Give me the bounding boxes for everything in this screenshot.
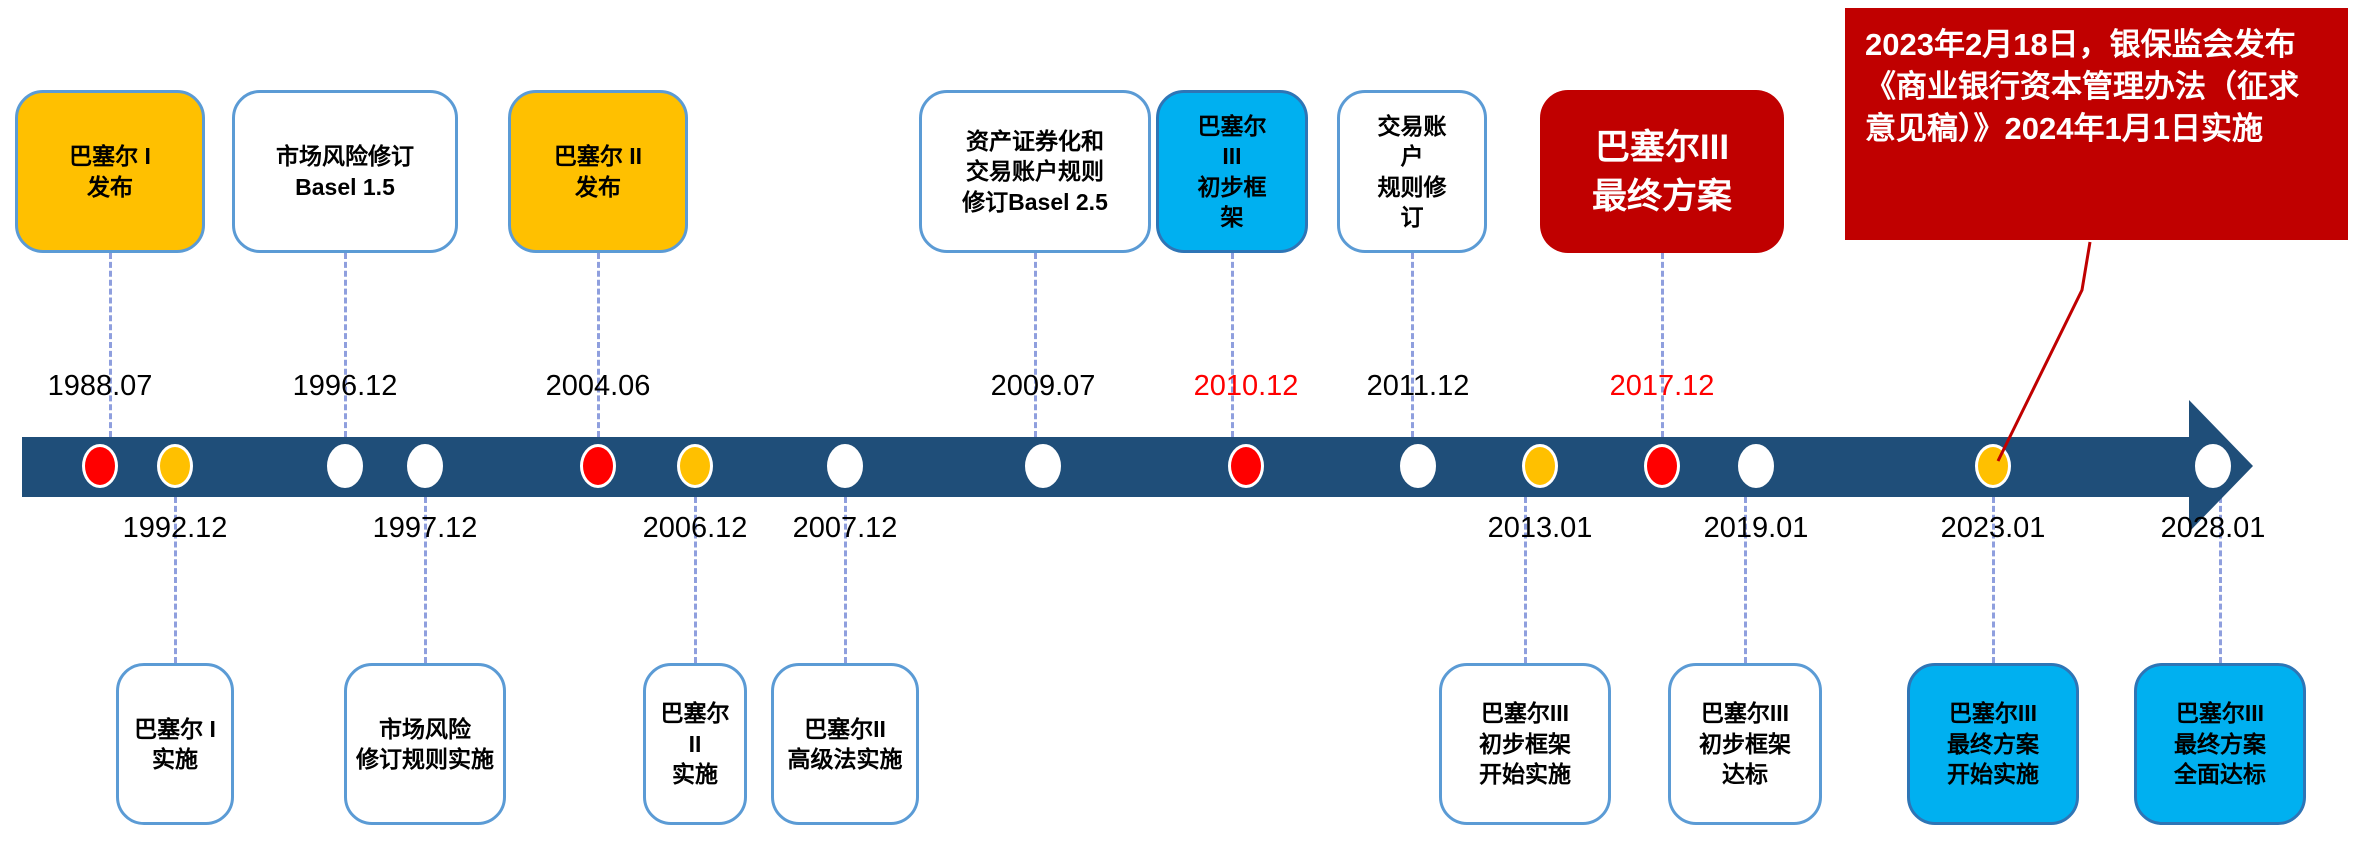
timeline-dot	[1400, 444, 1436, 488]
connector-line	[108, 253, 112, 437]
connector-line	[173, 497, 177, 663]
timeline-dot	[1975, 444, 2011, 488]
connector-line	[1991, 497, 1995, 663]
timeline-bar	[22, 437, 2190, 497]
event-box: 巴塞尔 II 发布	[508, 90, 688, 253]
date-label: 2028.01	[2160, 512, 2266, 544]
event-box: 巴塞尔II 高级法实施	[771, 663, 919, 825]
timeline-dot	[1228, 444, 1264, 488]
date-label: 2017.12	[1609, 370, 1715, 402]
connector-line	[1660, 253, 1664, 437]
event-box: 市场风险 修订规则实施	[344, 663, 506, 825]
connector-line	[343, 253, 347, 437]
event-box: 资产证券化和 交易账户规则 修订Basel 2.5	[919, 90, 1151, 253]
timeline-dot	[2195, 444, 2231, 488]
connector-line	[596, 253, 600, 437]
timeline-dot	[1522, 444, 1558, 488]
date-label: 2011.12	[1366, 370, 1470, 402]
connector-line	[1410, 253, 1414, 437]
date-label: 1997.12	[372, 512, 478, 544]
date-label: 2013.01	[1487, 512, 1593, 544]
connector-line	[1523, 497, 1527, 663]
timeline-dot	[82, 444, 118, 488]
date-label: 1992.12	[122, 512, 228, 544]
date-label: 2009.07	[990, 370, 1096, 402]
date-label: 2023.01	[1940, 512, 2046, 544]
timeline-dot	[677, 444, 713, 488]
date-label: 1988.07	[47, 370, 153, 402]
event-box: 巴塞尔III 最终方案	[1540, 90, 1784, 253]
timeline-dot	[327, 444, 363, 488]
connector-line	[693, 497, 697, 663]
timeline-dot	[827, 444, 863, 488]
date-label: 1996.12	[292, 370, 398, 402]
date-label: 2006.12	[642, 512, 748, 544]
event-box: 巴塞尔 I 发布	[15, 90, 205, 253]
event-box: 巴塞尔III 初步框架 开始实施	[1439, 663, 1611, 825]
connector-line	[1743, 497, 1747, 663]
timeline-dot	[1738, 444, 1774, 488]
connector-line	[423, 497, 427, 663]
event-box: 巴塞尔 III 初步框 架	[1156, 90, 1308, 253]
event-box: 巴塞尔III 初步框架 达标	[1668, 663, 1822, 825]
event-box: 市场风险修订 Basel 1.5	[232, 90, 458, 253]
event-box: 巴塞尔 II 实施	[643, 663, 747, 825]
connector-line	[2218, 497, 2222, 663]
connector-line	[843, 497, 847, 663]
date-label: 2010.12	[1193, 370, 1299, 402]
event-box: 巴塞尔III 最终方案 全面达标	[2134, 663, 2306, 825]
timeline-dot	[407, 444, 443, 488]
timeline-dot	[157, 444, 193, 488]
timeline-dot	[1025, 444, 1061, 488]
callout-box: 2023年2月18日，银保监会发布《商业银行资本管理办法（征求意见稿）》2024…	[1845, 8, 2348, 240]
timeline-dot	[580, 444, 616, 488]
event-box: 交易账 户 规则修 订	[1337, 90, 1487, 253]
event-box: 巴塞尔III 最终方案 开始实施	[1907, 663, 2079, 825]
connector-line	[1033, 253, 1037, 437]
date-label: 2019.01	[1703, 512, 1809, 544]
event-box: 巴塞尔 I 实施	[116, 663, 234, 825]
date-label: 2004.06	[545, 370, 651, 402]
timeline-dot	[1644, 444, 1680, 488]
date-label: 2007.12	[792, 512, 898, 544]
connector-line	[1230, 253, 1234, 437]
